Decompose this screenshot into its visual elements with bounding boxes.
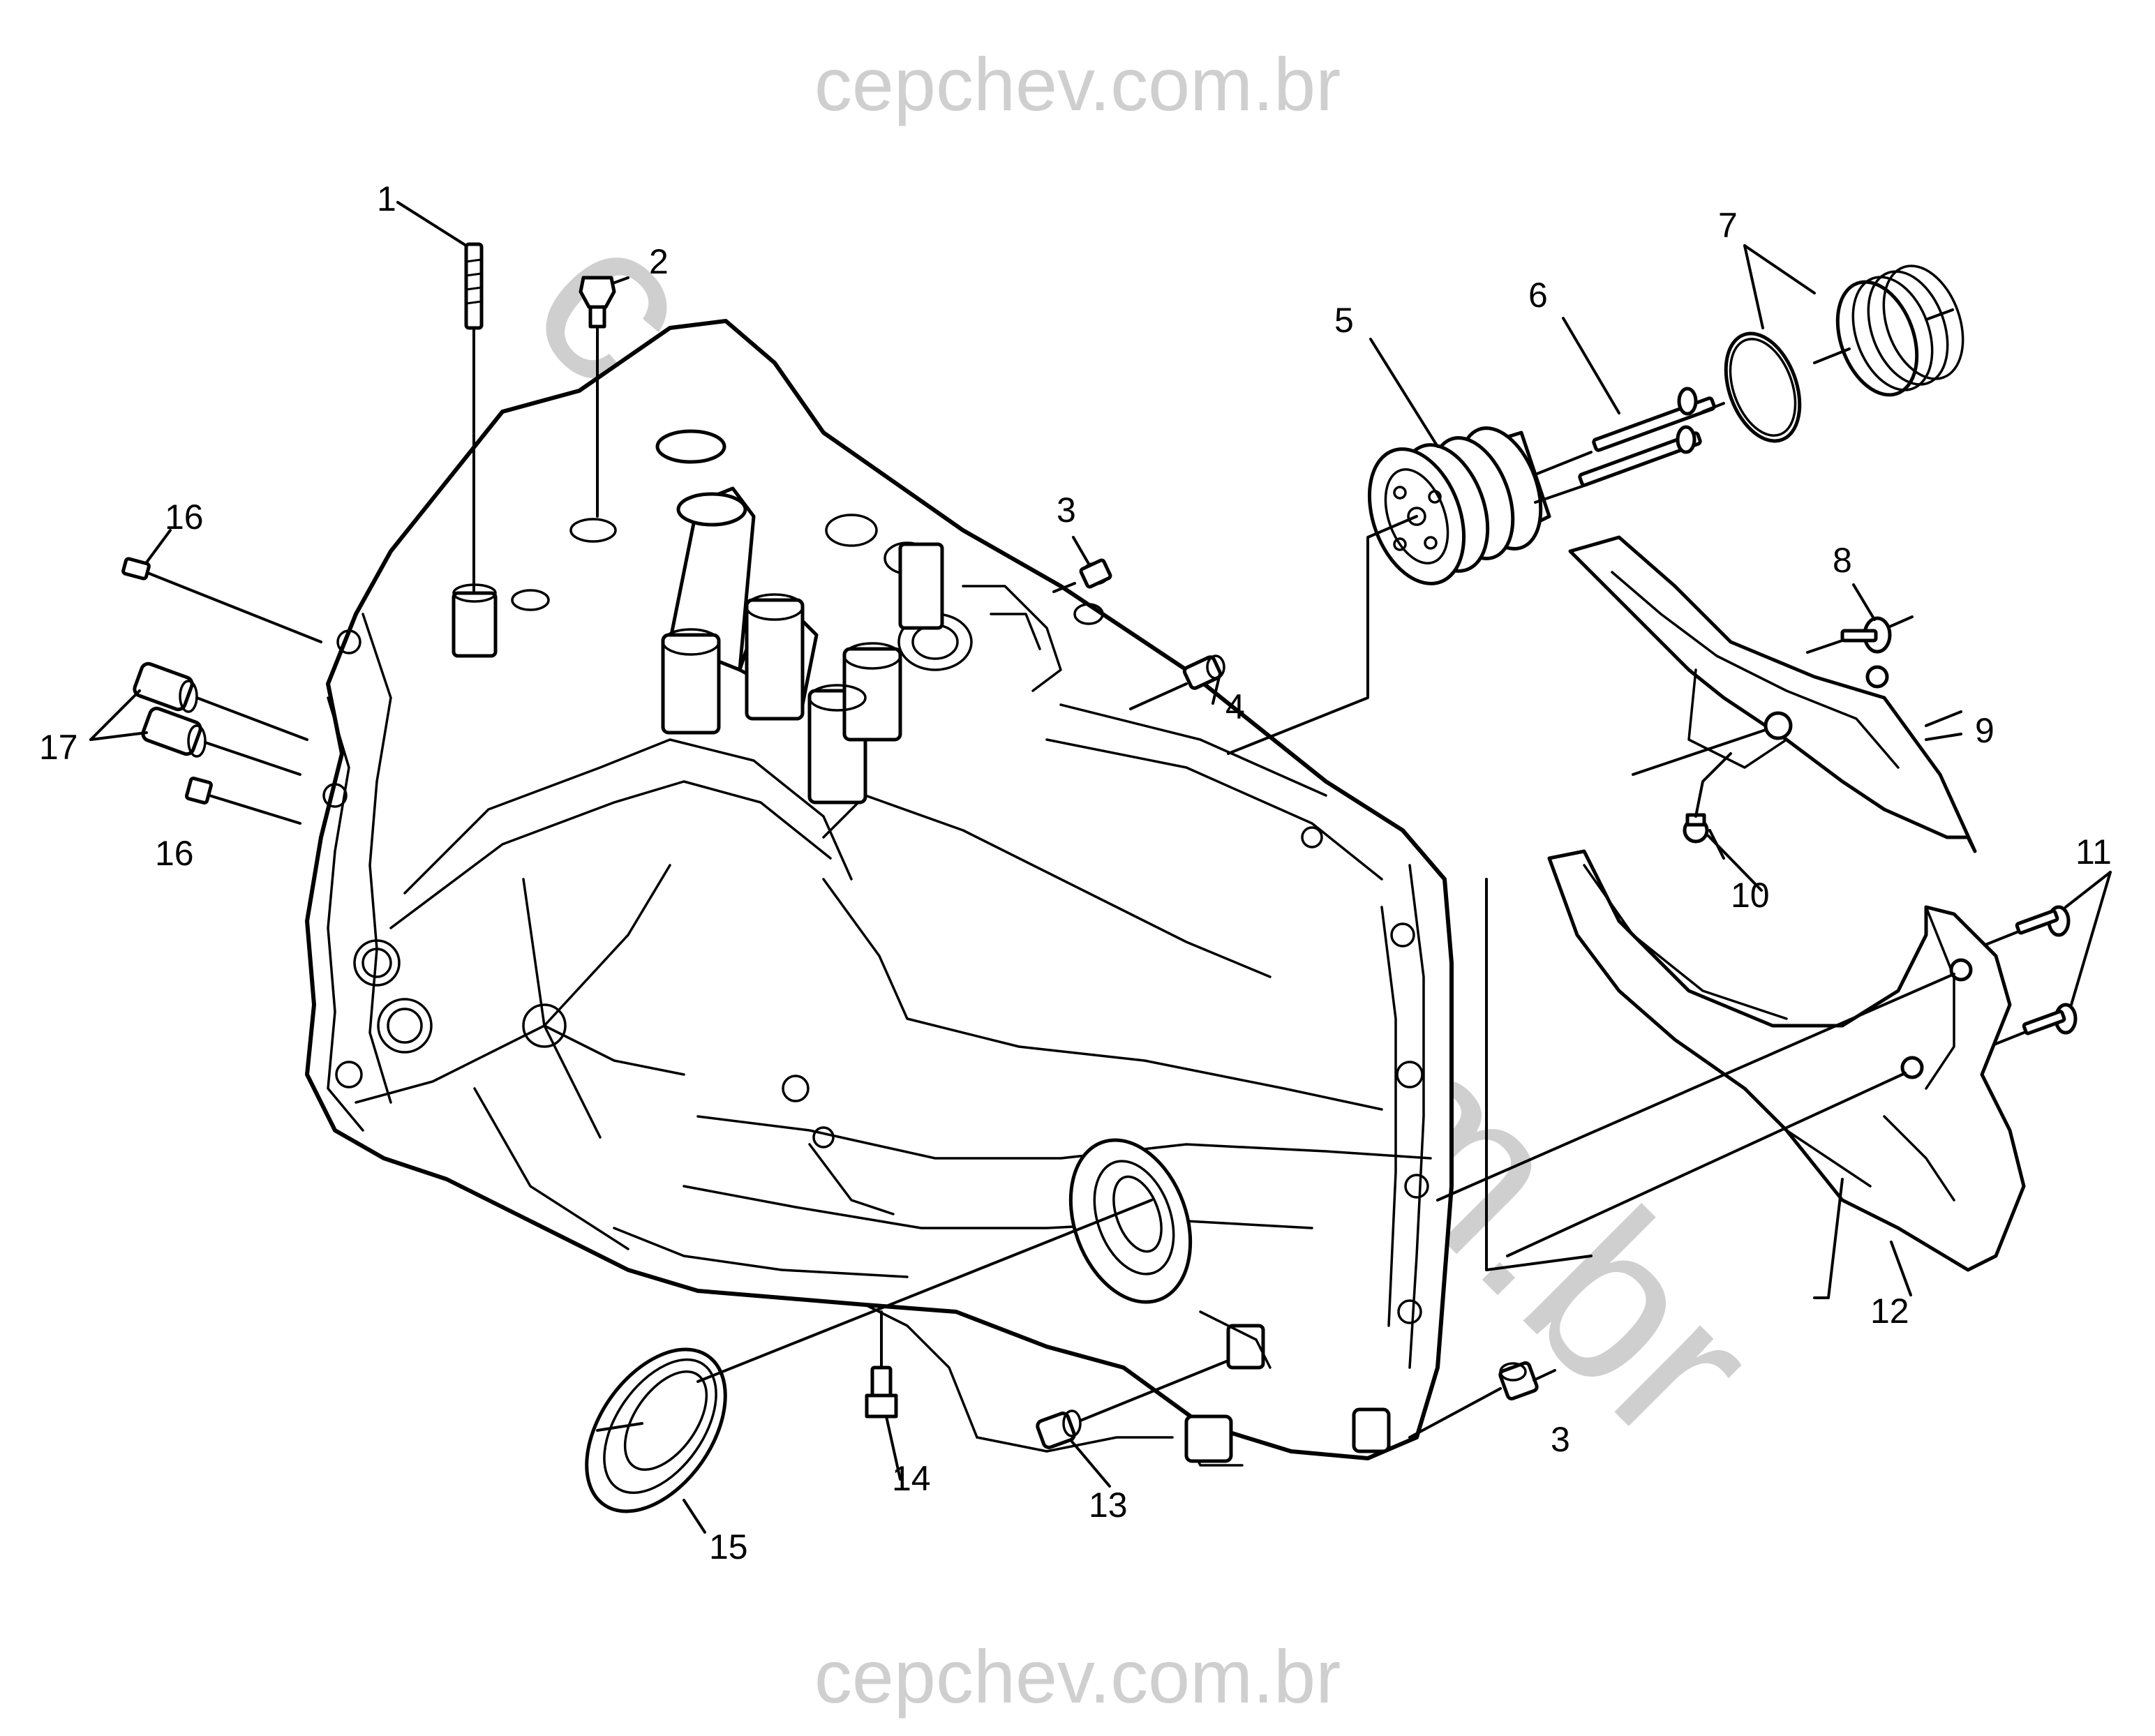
callout-4: 4 <box>1225 687 1245 726</box>
part-10-nut <box>1683 752 1732 860</box>
part-16-dowel-upper <box>121 557 322 643</box>
callout-10: 10 <box>1731 876 1770 915</box>
callout-9: 9 <box>1975 711 1994 750</box>
part-12-shield-lower <box>1436 849 2026 1299</box>
part-9-shield-upper <box>1568 535 1977 853</box>
callout-3-lower: 3 <box>1551 1420 1570 1459</box>
part-3-dowel-lower <box>1408 1361 1539 1439</box>
part-5-piston-assembly <box>1227 426 1551 755</box>
part-14-plug <box>865 1310 898 1419</box>
part-7-seal-rings <box>1701 264 1964 443</box>
callout-17: 17 <box>39 728 78 767</box>
callout-11: 11 <box>2075 832 2112 871</box>
watermark-top: cepchev.com.br <box>814 42 1341 126</box>
callout-16-upper: 16 <box>165 497 204 537</box>
callout-8: 8 <box>1833 541 1852 580</box>
callout-1: 1 <box>377 179 396 218</box>
callout-6: 6 <box>1528 276 1548 315</box>
callout-3-upper: 3 <box>1057 491 1076 530</box>
callout-14: 14 <box>892 1459 931 1498</box>
part-17-sleeves <box>133 661 308 776</box>
callout-5: 5 <box>1334 301 1354 340</box>
part-16-dowel-lower <box>185 777 301 825</box>
watermark-bottom: cepchev.com.br <box>814 1634 1341 1719</box>
part-13-plug <box>1036 1359 1230 1449</box>
callout-leaders <box>89 201 2112 1534</box>
part-4-plug <box>1129 654 1225 710</box>
part-1-stud <box>464 242 484 594</box>
part-11-bolts <box>1974 905 2078 1048</box>
callout-15: 15 <box>709 1527 748 1566</box>
part-2-plug <box>579 276 616 518</box>
part-6-bolts <box>1534 387 1716 504</box>
part-15-seal <box>585 1199 1153 1513</box>
callout-13: 13 <box>1089 1486 1128 1525</box>
part-3-dowel-upper <box>1052 558 1112 593</box>
part-8-bolt <box>1806 615 1914 654</box>
callout-labels: 1 2 3 3 4 5 6 7 8 9 10 11 12 13 14 15 16… <box>39 179 2112 1566</box>
callout-12: 12 <box>1870 1292 1909 1331</box>
callout-16-lower: 16 <box>155 834 194 873</box>
callout-7: 7 <box>1718 206 1738 245</box>
transaxle-housing <box>305 319 1454 1467</box>
callout-2: 2 <box>649 242 669 281</box>
